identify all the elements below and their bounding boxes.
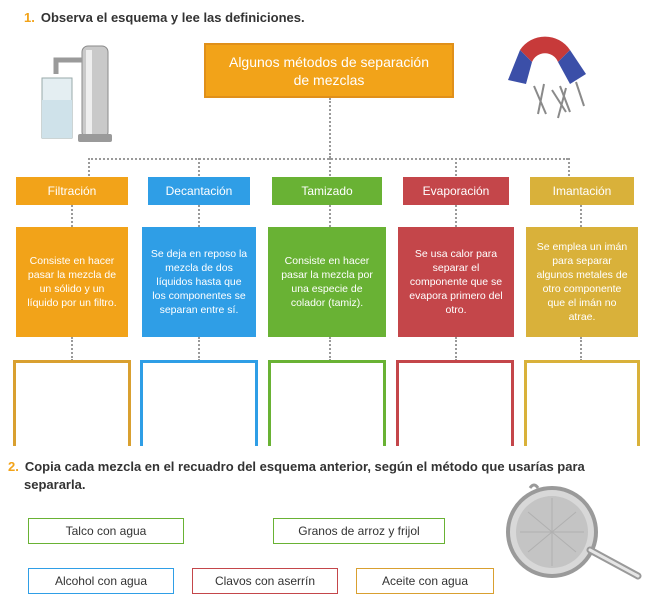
answer-box-filtracion[interactable] (13, 360, 131, 446)
question-2-number: 2. (8, 459, 19, 474)
method-description-evaporacion: Se usa calor para separar el componente … (398, 227, 514, 337)
connector-desc-2 (198, 205, 200, 227)
mixture-talco-con-agua[interactable]: Talco con agua (28, 518, 184, 544)
method-title-tamizado: Tamizado (272, 177, 382, 205)
connector-main (329, 98, 331, 158)
question-2-line1: Copia cada mezcla en el recuadro del esq… (24, 459, 585, 474)
strainer-image (500, 480, 650, 590)
connector-box-4 (455, 337, 457, 361)
question-1: 1. Observa el esquema y lee las definicio… (24, 10, 305, 25)
mixture-alcohol-con-agua[interactable]: Alcohol con agua (28, 568, 174, 594)
question-2-line2: separarla. (24, 477, 86, 492)
main-title-line2: de mezclas (293, 71, 365, 88)
connector-2 (198, 158, 200, 176)
connector-desc-3 (329, 205, 331, 227)
main-title-box: Algunos métodos de separación de mezclas (204, 43, 454, 98)
answer-box-evaporacion[interactable] (396, 360, 514, 446)
method-description-imantacion: Se emplea un imán para separar algunos m… (526, 227, 638, 337)
connector-horizontal (88, 158, 568, 160)
method-title-filtracion: Filtración (16, 177, 128, 205)
question-2: 2. Copia cada mezcla en el recuadro del e… (8, 458, 628, 494)
connector-box-2 (198, 337, 200, 361)
magnet-with-clips-image (500, 30, 600, 130)
answer-box-tamizado[interactable] (268, 360, 386, 446)
answer-box-imantacion[interactable] (524, 360, 640, 446)
mixture-clavos-con-aserrin[interactable]: Clavos con aserrín (192, 568, 338, 594)
method-description-tamizado: Consiste en hacer pasar la mezcla por un… (268, 227, 386, 337)
answer-box-decantacion[interactable] (140, 360, 258, 446)
question-1-number: 1. (24, 10, 35, 25)
connector-box-5 (580, 337, 582, 361)
connector-box-1 (71, 337, 73, 361)
connector-desc-1 (71, 205, 73, 227)
connector-box-3 (329, 337, 331, 361)
method-title-imantacion: Imantación (530, 177, 634, 205)
connector-1 (88, 158, 90, 176)
question-1-text: Observa el esquema y lee las definicione… (40, 10, 305, 25)
method-description-filtracion: Consiste en hacer pasar la mezcla de un … (16, 227, 128, 337)
connector-5 (568, 158, 570, 176)
water-filter-image (34, 38, 124, 148)
connector-3 (329, 158, 331, 176)
connector-4 (455, 158, 457, 176)
main-title-line1: Algunos métodos de separación (228, 53, 430, 70)
mixture-aceite-con-agua[interactable]: Aceite con agua (356, 568, 494, 594)
method-title-evaporacion: Evaporación (403, 177, 509, 205)
mixture-granos-arroz-frijol[interactable]: Granos de arroz y frijol (273, 518, 445, 544)
method-title-decantacion: Decantación (148, 177, 250, 205)
method-description-decantacion: Se deja en reposo la mezcla de dos líqui… (142, 227, 256, 337)
connector-desc-5 (580, 205, 582, 227)
connector-desc-4 (455, 205, 457, 227)
